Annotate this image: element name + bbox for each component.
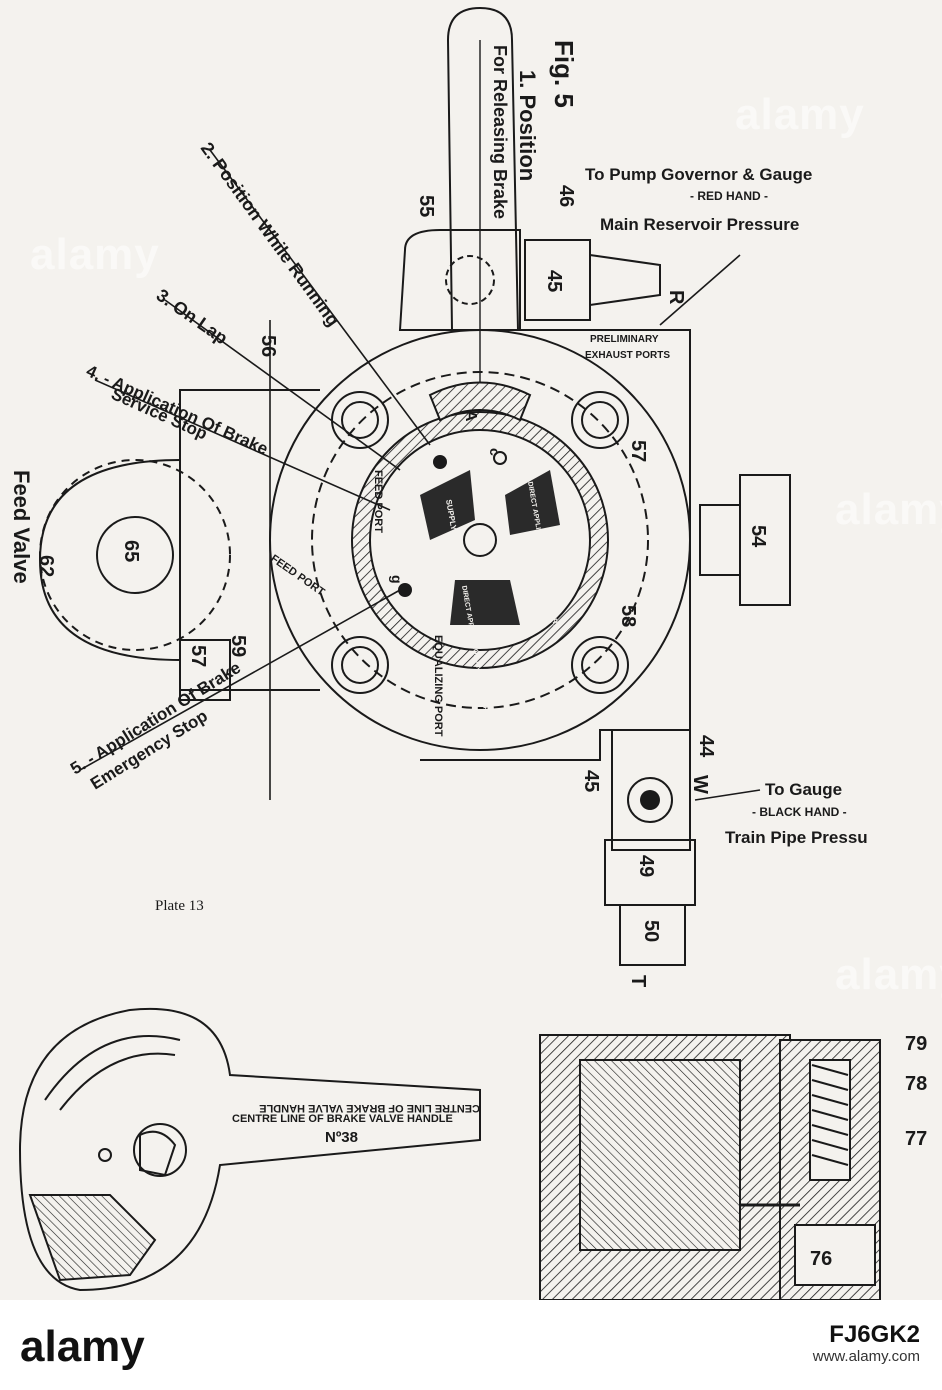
part-57a: 57 [627,440,649,462]
part-45b: 45 [580,770,602,792]
part-76: 76 [810,1248,832,1270]
part-78: 78 [905,1073,927,1095]
exhaust-port-sector [505,470,560,535]
part-55: 55 [415,195,437,217]
gauge-port-ring [627,777,673,823]
part-54: 54 [747,525,769,548]
position-1-label: 1. Position [515,70,540,181]
bolt-heads [331,391,629,694]
feed-valve-label: Feed Valve [9,470,34,584]
preliminary-label: PRELIMINARY [590,334,659,345]
feed-valve-dash [39,459,231,651]
watermark: alamy [30,230,160,279]
position-3-label: 3. On Lap [153,285,232,348]
part-50: 50 [640,920,662,942]
handle-yoke [398,229,521,331]
fig-label: Fig. 5 [549,40,579,108]
fitting-57b [179,639,231,701]
watermark: alamy [835,950,942,999]
fitting-49 [604,839,696,906]
part-58: 58 [617,605,639,627]
leader-lines [79,149,761,801]
position-2-label: 2. Position While Running [197,139,344,330]
image-id: FJ6GK2 [829,1321,920,1348]
part-65: 65 [120,540,142,562]
part-t: T [627,975,649,987]
alamy-logo: alamy [20,1322,145,1371]
plate-13-illustration: Fig. 5 1. Position For Releasing Brake 2… [0,0,942,1300]
part-numbers: 55 45 46 57 54 58 56 65 62 59 57 44 45 4… [35,185,927,1270]
part-62: 62 [35,555,57,577]
watermark: alamy [735,90,865,139]
releasing-label: For Releasing Brake [490,45,510,219]
fitting-46-nipple [589,253,661,307]
branch-w [611,729,691,851]
part-59: 59 [227,635,249,657]
part-77: 77 [905,1128,927,1150]
to-gauge-label: To Gauge [765,780,842,799]
footer-info: FJ6GK2 www.alamy.com [812,1321,920,1368]
centre-line-mirror-label: CENTRE LINE OF BRAKE VALVE HANDLE [259,1102,480,1114]
fitting-54-hex [739,474,791,606]
part-45a: 45 [543,270,565,292]
centre-line-label: CENTRE LINE OF BRAKE VALVE HANDLE [232,1113,453,1125]
feed-valve-body [179,389,320,691]
bolt-circle [311,371,649,709]
watermark: alamy [835,485,942,534]
part-r: R [665,290,687,305]
part-49: 49 [635,855,657,877]
stock-footer: alamy FJ6GK2 www.alamy.com [0,1300,942,1390]
handle-number-label: Nº38 [325,1129,358,1146]
valve-body [38,6,791,966]
valve-section-drawing [539,1034,881,1300]
brake-valve-diagram: Fig. 5 1. Position For Releasing Brake 2… [9,6,927,1300]
handle-plan-drawing [18,1007,481,1292]
part-44: 44 [695,735,717,758]
pump-governor-label: To Pump Governor & Gauge [585,165,812,184]
port-dot-g [398,583,412,597]
fitting-50 [619,904,686,966]
brake-handle [446,6,520,331]
feed-valve-lobe [38,459,181,661]
main-reservoir-label: Main Reservoir Pressure [600,215,799,234]
valve-stem [463,523,497,557]
part-46: 46 [555,185,577,207]
train-pipe-label: Train Pipe Pressu [725,828,868,847]
part-56: 56 [257,335,279,357]
app-supply-port-sector [450,580,520,625]
part-57b: 57 [187,645,209,667]
position-4a-label: 4. - Application Of Brake [83,361,271,458]
part-w: W [689,775,711,794]
red-hand-label: - RED HAND - [690,189,768,203]
equalizing-port-label: EQUALIZING PORT [432,635,444,737]
part-79: 79 [905,1033,927,1055]
part-a: A [462,410,479,422]
gauge-port [640,790,660,810]
black-hand-label: - BLACK HAND - [752,805,847,819]
port-dot-e [493,451,507,465]
port-dot-f [433,455,447,469]
feed-valve-cap-65 [96,516,174,594]
part-g: g [389,575,405,584]
yoke-pin [445,255,495,305]
supply-port-sector [420,470,475,540]
part-c: c [487,448,503,456]
fitting-45-hex [524,239,591,321]
footer-url: www.alamy.com [812,1348,920,1365]
position-5a-label: 5. - Application Of Brake [67,658,244,778]
fitting-54-stem [699,504,741,576]
port-a-slot [428,381,532,422]
feed-port-label: FEED PORT [372,470,384,533]
plate-label: Plate 13 [155,898,204,914]
exhaust-ports-label: EXHAUST PORTS [585,350,670,361]
